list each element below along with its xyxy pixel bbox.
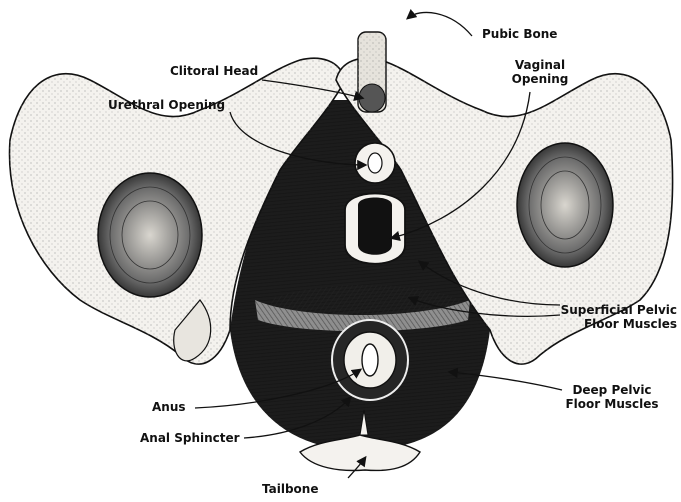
label-deep-pelvic-floor-muscles: Deep Pelvic Floor Muscles [562,383,662,411]
pubic-symphysis [358,32,386,112]
label-superficial-pelvic-floor-muscles: Superficial Pelvic Floor Muscles [540,303,677,331]
anus-ring [332,320,408,400]
urethral-opening [355,143,395,183]
label-anus: Anus [152,400,186,414]
label-tailbone: Tailbone [262,482,318,496]
leader-pubic-bone [408,12,472,36]
label-urethral-opening: Urethral Opening [108,98,225,112]
label-superficial-line1: Superficial Pelvic [540,303,677,317]
label-deep-line1: Deep Pelvic [562,383,662,397]
label-anal-sphincter: Anal Sphincter [140,431,240,445]
label-vaginal-opening-line1: Vaginal [505,58,575,72]
vaginal-opening [345,194,405,264]
label-superficial-line2: Floor Muscles [540,317,677,331]
label-vaginal-opening: Vaginal Opening [505,58,575,86]
label-clitoral-head: Clitoral Head [170,64,258,78]
label-vaginal-opening-line2: Opening [505,72,575,86]
label-deep-line2: Floor Muscles [562,397,662,411]
label-pubic-bone: Pubic Bone [482,27,557,41]
